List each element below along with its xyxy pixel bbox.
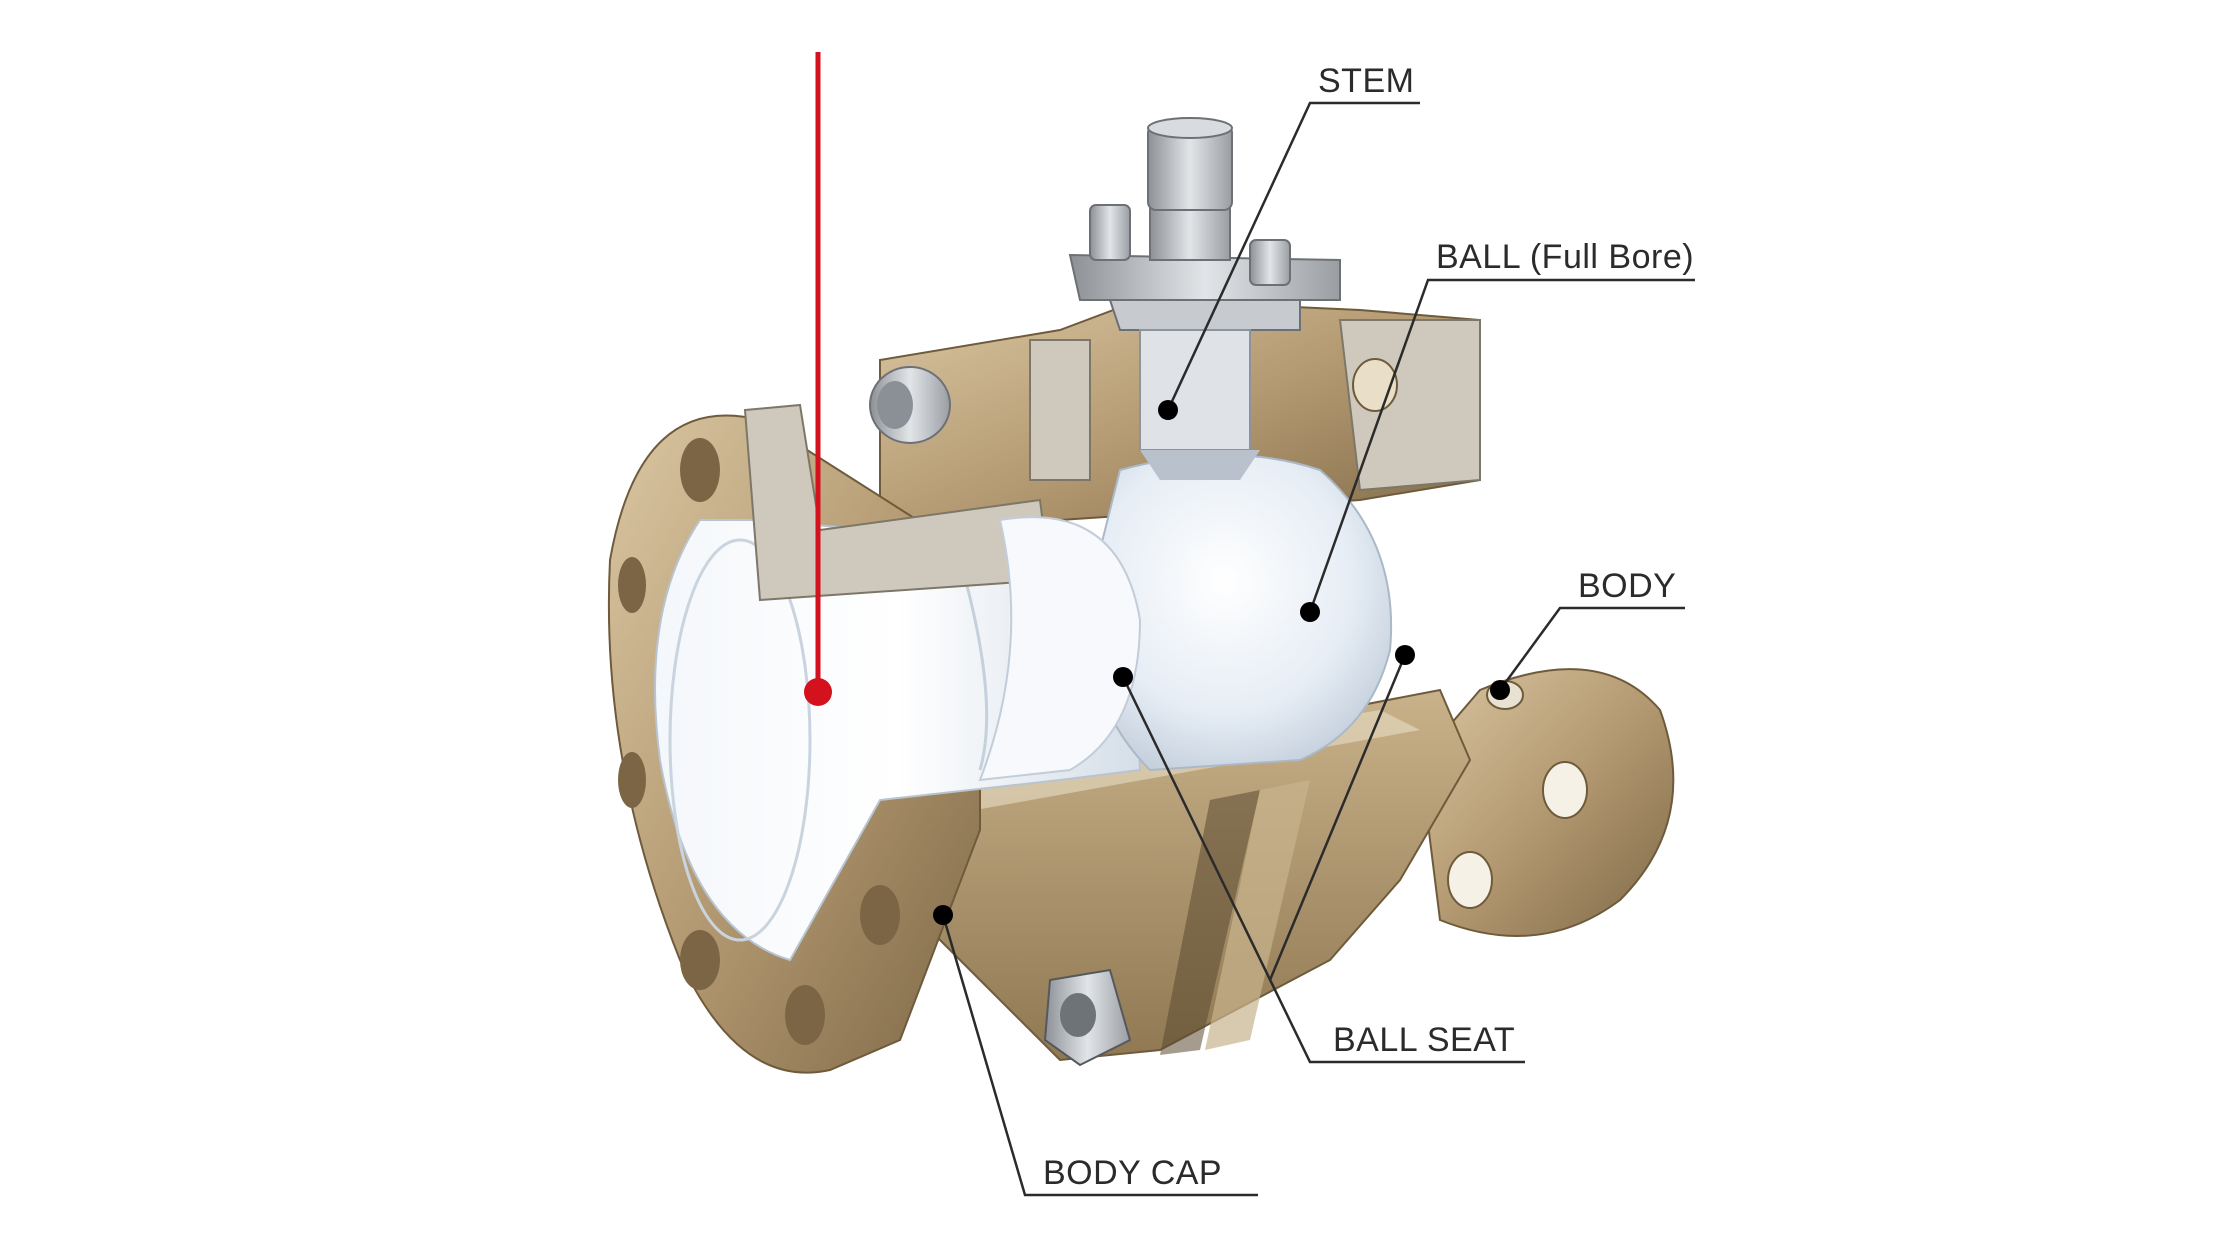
red-pointer [804,52,832,706]
stem-dot [1158,400,1178,420]
ball-seat-dot-left [1113,667,1133,687]
body-cap-label: BODY CAP [1043,1154,1222,1192]
stem-leader [1158,101,1420,420]
ball-element [978,454,1393,782]
body-label: BODY [1578,567,1676,605]
labels: STEM BALL (Full Bore) BODY BALL SEAT BOD… [1043,62,1694,1192]
bottom-bolt [1043,968,1132,1067]
ball-leader [1300,278,1695,622]
right-flange [1418,668,1675,937]
valve-illustration [607,117,1675,1074]
ball-label: BALL (Full Bore) [1436,238,1694,276]
red-pointer-dot [804,678,832,706]
ball-seat-dot-right [1395,645,1415,665]
body-dot [1490,680,1510,700]
ball-dot [1300,602,1320,622]
body-cap-leader [933,905,1258,1197]
leaders [933,101,1695,1197]
side-bolt [869,366,951,444]
cap-cut-face [743,403,1052,602]
body-leader [1490,606,1685,700]
ball-seat-label: BALL SEAT [1333,1021,1515,1059]
body-cap-dot [933,905,953,925]
ball-seat-leader [1113,645,1525,1064]
stem-label: STEM [1318,62,1414,100]
